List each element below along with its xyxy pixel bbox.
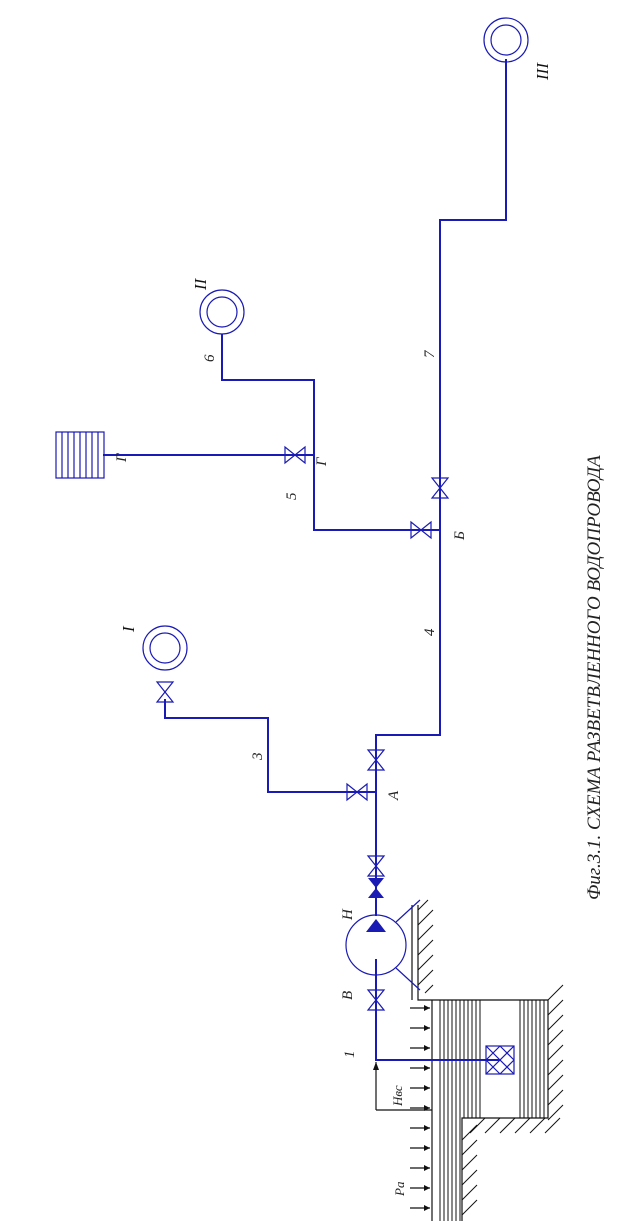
valve-a-branch bbox=[346, 782, 368, 802]
section-7-label: 7 bbox=[422, 349, 438, 358]
section-4-label: 4 bbox=[422, 628, 438, 636]
reservoir bbox=[373, 899, 564, 1221]
atmospheric-pressure-label: Pa bbox=[392, 1181, 407, 1197]
consumer-1-label: I bbox=[119, 625, 138, 633]
suction-height-label: Hвс bbox=[390, 1085, 405, 1107]
pressure-arrows bbox=[410, 1005, 430, 1211]
valve-consumer-1 bbox=[155, 681, 175, 703]
valve-g bbox=[284, 445, 306, 465]
pipeline bbox=[103, 59, 515, 1075]
consumer-3 bbox=[483, 17, 529, 63]
valves bbox=[155, 445, 450, 1011]
labels: I II III А Б Г В Н Г 1 3 4 5 6 7 Hвс Pa … bbox=[114, 62, 605, 1197]
node-a-label: А bbox=[386, 790, 402, 801]
valve-b-branch bbox=[410, 520, 432, 540]
suction-height-dimension bbox=[373, 1062, 432, 1111]
valve-b-main bbox=[430, 477, 450, 499]
section-6-label: 6 bbox=[202, 354, 218, 362]
tank-label: Г bbox=[114, 452, 130, 463]
section-5-label: 5 bbox=[284, 492, 300, 500]
tank bbox=[55, 431, 105, 479]
valve-discharge bbox=[366, 855, 386, 898]
valve-a-main bbox=[366, 749, 386, 771]
section-1-label: 1 bbox=[342, 1051, 358, 1059]
node-v-label: В bbox=[340, 991, 356, 1000]
node-b-label: Б bbox=[452, 531, 468, 541]
section-3-label: 3 bbox=[250, 753, 266, 762]
valve-v bbox=[366, 989, 386, 1011]
figure-caption: Фиг.3.1. СХЕМА РАЗВЕТВЛЕННОГО ВОДОПРОВОД… bbox=[584, 455, 605, 900]
node-g-label: Г bbox=[314, 456, 330, 467]
node-n-label: Н bbox=[340, 908, 356, 921]
consumer-2-label: II bbox=[191, 277, 210, 291]
consumer-2 bbox=[199, 289, 245, 335]
consumer-1 bbox=[142, 625, 188, 671]
consumer-3-label: III bbox=[533, 62, 552, 81]
